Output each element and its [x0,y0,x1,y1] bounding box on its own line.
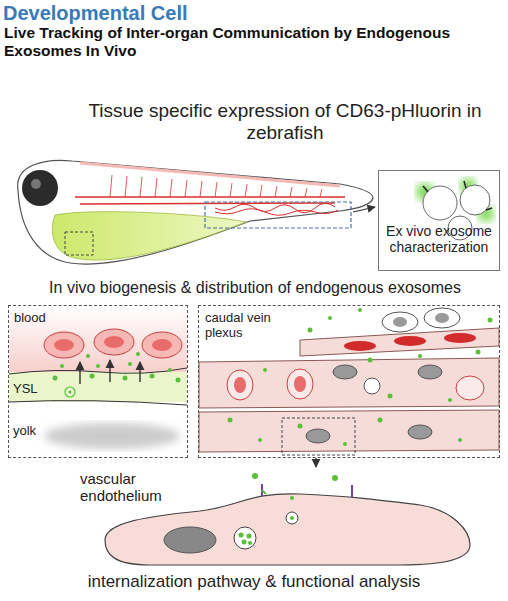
cell-label: vascular endothelium [80,470,180,505]
paper-title: Live Tracking of Inter-organ Communicati… [4,24,499,60]
region-label: caudal vein plexus [205,311,283,341]
exvivo-box: Ex vivo exosome characterization [378,170,500,271]
region-label: yolk [13,424,36,439]
region-label: blood [14,311,46,326]
region-label: YSL [13,382,38,397]
panel-heading: Tissue specific expression of CD63-pHluo… [80,100,490,144]
box-label: Ex vivo exosome characterization [385,223,493,255]
section-heading: In vivo biogenesis & distribution of end… [6,279,504,297]
caption: internalization pathway & functional ana… [10,572,498,592]
caudal-vein-illustration [199,308,499,455]
caudal-panel: caudal vein plexus [198,305,500,458]
connector-arrow [315,458,316,467]
endothelial-cell [105,473,470,565]
endothelium-node: vascular endothelium [60,468,480,566]
ysl-panel: bloodYSL yolk [8,305,188,458]
ysl-illustration [9,306,187,449]
journal-name: Developmental Cell [3,2,303,25]
zebrafish [18,160,375,264]
